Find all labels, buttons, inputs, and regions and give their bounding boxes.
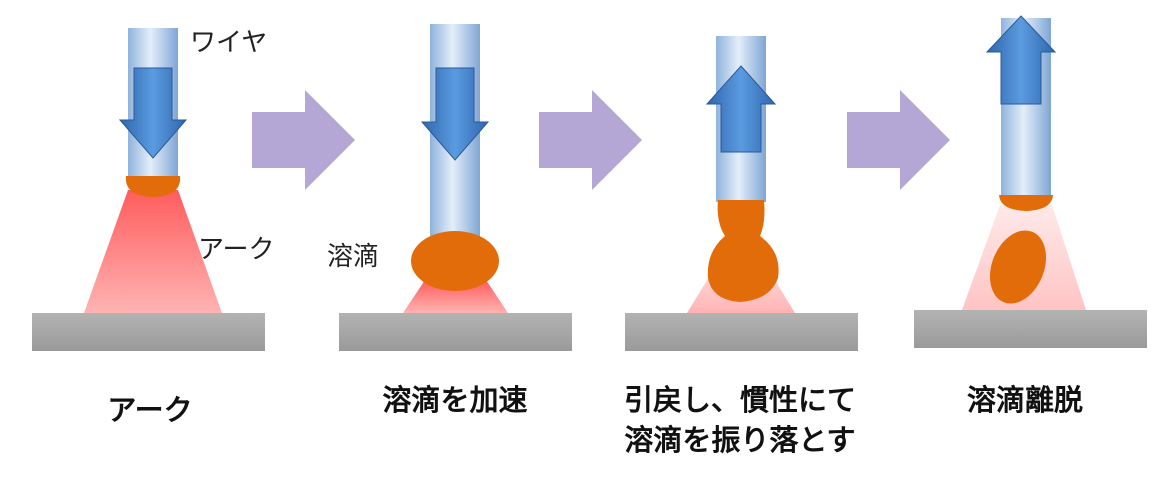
droplet (707, 200, 779, 302)
droplet (411, 231, 499, 291)
droplet-label: 溶滴 (327, 242, 380, 272)
step-arrow-icon-3 (847, 90, 950, 190)
caption-line: 引戻し、慣性にて (623, 383, 856, 417)
caption-step-3: 引戻し、慣性にて 溶滴を振り落とす (610, 380, 870, 460)
caption-step-2: 溶滴を加速 (355, 380, 555, 420)
caption-line: 溶滴離脱 (966, 383, 1083, 417)
detached-droplet (990, 230, 1046, 304)
step-arrow-icon-2 (539, 90, 642, 190)
step-2-accelerate (339, 24, 572, 351)
caption-line: アーク (107, 393, 193, 427)
step-1-arc (32, 28, 265, 351)
caption-step-1: アーク (60, 390, 240, 430)
step-4-detach (914, 15, 1147, 348)
base-plate (625, 313, 858, 351)
wire-label: ワイヤ (190, 28, 268, 58)
arc-glow (84, 190, 222, 313)
down-arrow-icon (118, 67, 188, 159)
up-arrow-icon (985, 15, 1057, 105)
base-plate (32, 313, 265, 351)
caption-step-4: 溶滴離脱 (925, 380, 1125, 420)
step-arrow-icon-1 (252, 90, 355, 190)
step-3-pullback (625, 36, 858, 351)
arc-label: アーク (198, 235, 275, 265)
droplet (125, 176, 181, 197)
caption-line: 溶滴を振り落とす (624, 423, 856, 457)
base-plate (914, 310, 1147, 348)
down-arrow-icon (420, 67, 490, 161)
arc-glow (403, 280, 508, 313)
wire-tip-droplet (999, 195, 1053, 211)
up-arrow-icon (705, 65, 777, 153)
caption-line: 溶滴を加速 (382, 383, 528, 417)
base-plate (339, 313, 572, 351)
